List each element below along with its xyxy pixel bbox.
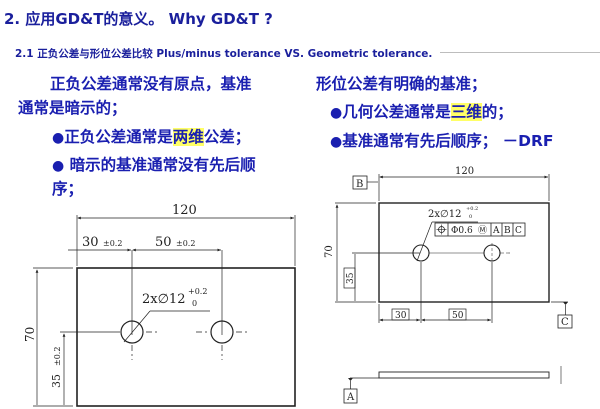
left-dim-30: 30 — [82, 235, 99, 250]
right-hole-callout: 2x∅12 — [428, 209, 461, 220]
left-drawing-text: 120 30 ±0.2 50 ±0.2 2x∅12 +0.2 0 70 35 ±… — [23, 203, 207, 388]
svg-text:±0.2: ±0.2 — [176, 239, 195, 248]
left-drawing — [33, 215, 296, 407]
fcf-datum-a: A — [492, 226, 500, 236]
slide-subtitle: 2.1 正负公差与形位公差比较 Plus/minus tolerance VS.… — [15, 48, 433, 60]
fcf-datum-b: B — [504, 226, 511, 236]
left-hole-1 — [120, 320, 144, 344]
fcf-tolerance: Φ0.6 — [451, 226, 473, 236]
svg-text:±0.2: ±0.2 — [53, 347, 62, 366]
left-dim-120: 120 — [172, 203, 197, 218]
bullet-dot-icon: ● — [52, 158, 65, 174]
left-hole-2 — [210, 320, 234, 344]
right-dim-70: 70 — [324, 245, 335, 258]
header-divider — [440, 52, 600, 53]
svg-text:±0.2: ±0.2 — [103, 239, 122, 248]
highlight-3d: 三维 — [450, 103, 482, 121]
left-dim-70: 70 — [23, 327, 37, 342]
left-dim-50: 50 — [155, 235, 172, 250]
fcf-datum-c: C — [515, 226, 522, 236]
right-side-view — [378, 371, 550, 379]
left-dim-35: 35 — [50, 374, 63, 388]
slide-title: 2. 应用GD&T的意义。 Why GD&T ? — [4, 10, 273, 28]
right-drawing-text: 120 B 70 35 30 50 2x∅12 +0.2 0 Φ0.6 Ⓜ A … — [324, 166, 569, 403]
right-intro: 形位公差有明确的基准； — [316, 75, 487, 93]
left-plate — [76, 267, 296, 407]
right-drawing — [335, 174, 573, 404]
bullet-dot-icon: ● — [330, 105, 343, 121]
left-intro-line1: 正负公差通常没有原点，基准 — [50, 75, 252, 93]
right-dim-50: 50 — [452, 311, 464, 321]
bullet-dot-icon: ● — [330, 134, 343, 150]
svg-text:0: 0 — [469, 214, 472, 220]
left-bullet-2-line2: 序； — [52, 180, 84, 198]
svg-text:+0.2: +0.2 — [466, 206, 478, 212]
datum-b-label: B — [356, 179, 363, 190]
datum-c-box — [557, 314, 573, 329]
right-dim-35: 35 — [346, 272, 356, 284]
datum-c-label: C — [561, 317, 569, 328]
left-hole-callout: 2x∅12 — [142, 292, 185, 307]
svg-text:0: 0 — [192, 299, 197, 308]
feature-control-frame — [434, 222, 526, 237]
datum-a-label: A — [346, 392, 355, 403]
bullet-dot-icon: ● — [52, 130, 65, 146]
right-bullet-1: ●几何公差通常是三维的； — [330, 103, 513, 121]
svg-text:+0.2: +0.2 — [188, 287, 207, 296]
datum-a-box — [343, 388, 358, 404]
left-intro-line2: 通常是暗示的； — [18, 99, 127, 117]
right-plate — [378, 202, 550, 303]
left-bullet-1: ●正负公差通常是两维公差； — [52, 128, 251, 146]
mmc-modifier-icon: Ⓜ — [478, 225, 487, 236]
right-dim-30: 30 — [395, 311, 407, 321]
highlight-2d: 两维 — [172, 128, 204, 146]
right-bullet-2: ●基准通常有先后顺序； －DRF — [330, 132, 554, 150]
datum-b-box — [352, 175, 368, 190]
left-bullet-2: ● 暗示的基准通常没有先后顺 — [52, 156, 256, 174]
right-dim-120: 120 — [455, 166, 474, 177]
